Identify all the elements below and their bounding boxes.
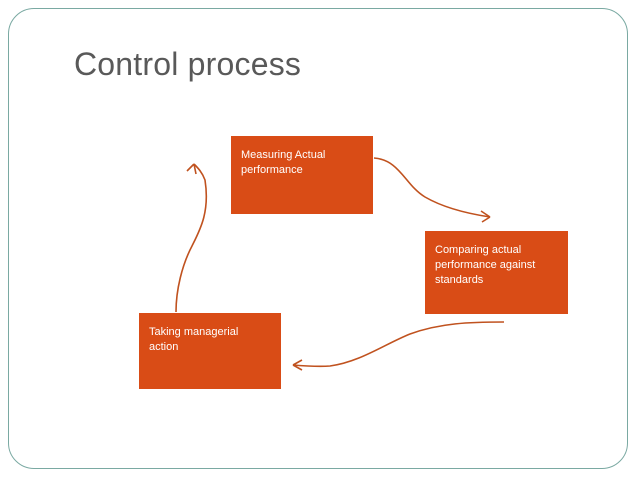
node-taking-managerial-action: Taking managerial action: [139, 313, 281, 389]
slide-border: [8, 8, 628, 469]
node-measuring-actual-performance: Measuring Actual performance: [231, 136, 373, 214]
node-comparing-actual-performance-against-standards: Comparing actual performance against sta…: [425, 231, 568, 314]
page-title: Control process: [74, 46, 302, 82]
